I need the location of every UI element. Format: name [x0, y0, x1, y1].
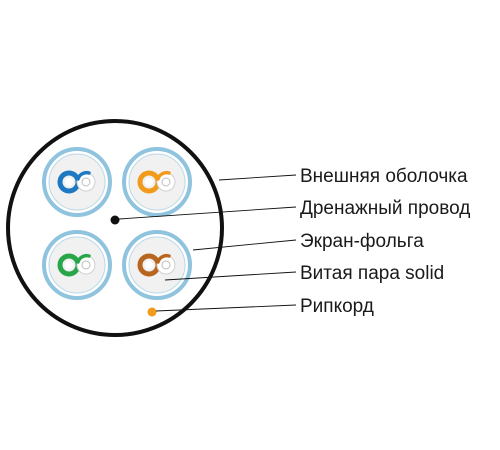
drain-wire [110, 215, 120, 225]
label-ripcord: Рипкорд [300, 296, 374, 317]
foil-shield-ring [122, 147, 192, 217]
colored-conductor-core [145, 178, 153, 186]
leader-drain-wire [118, 206, 297, 220]
label-foil-shield: Экран-фольга [300, 231, 424, 252]
ripcord [147, 307, 157, 317]
colored-conductor-core [65, 261, 73, 269]
colored-conductor-core [145, 261, 153, 269]
leader-outer-sheath [218, 174, 297, 181]
label-outer-sheath: Внешняя оболочка [300, 166, 468, 187]
conductor-stripe [76, 253, 91, 264]
twisted-pairs [42, 147, 192, 300]
orange-pair [122, 147, 192, 217]
leader-ripcord [155, 304, 297, 312]
label-drain-wire: Дренажный провод [300, 198, 470, 219]
blue-pair [42, 147, 112, 217]
conductor-stripe [76, 170, 91, 181]
colored-conductor-core [65, 178, 73, 186]
label-twisted-pair: Витая пара solid [300, 263, 444, 284]
outer-sheath [6, 119, 224, 337]
green-pair [42, 230, 112, 300]
brown-pair [122, 230, 192, 300]
foil-shield-ring [42, 230, 112, 300]
leader-twisted-pair [164, 271, 297, 281]
white-conductor-core [161, 177, 171, 187]
white-conductor-core [161, 260, 171, 270]
white-conductor-core [81, 260, 91, 270]
foil-shield-ring [122, 230, 192, 300]
conductor-stripe [156, 253, 171, 264]
leader-foil-shield [192, 239, 297, 251]
white-conductor-core [81, 177, 91, 187]
foil-shield-ring [42, 147, 112, 217]
conductor-stripe [156, 170, 171, 181]
